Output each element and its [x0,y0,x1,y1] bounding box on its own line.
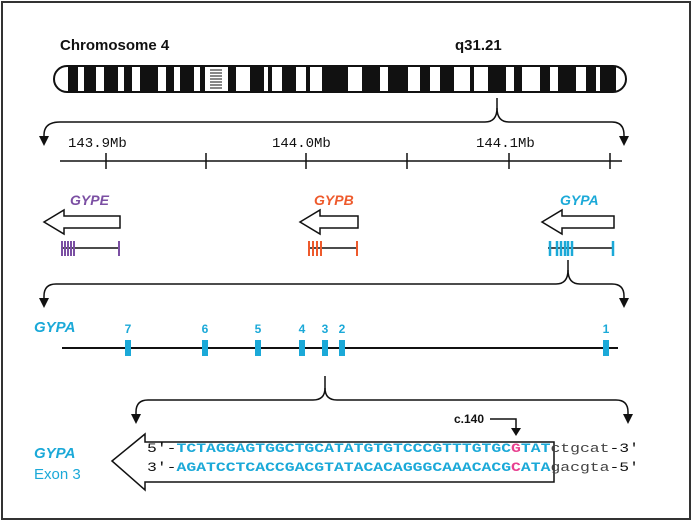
gene-label-gypa: GYPA [560,192,599,208]
zoom-brace-3b [324,387,629,418]
top-strand-exon-a: TCTAGGAGTGGCTGCATATGTGTCCCGTTTGTGC [177,441,512,456]
brace-arrowhead-left [39,136,49,146]
bottom-strand-intron: gacgta [550,460,609,475]
top-strand-suffix: -3' [609,441,639,456]
genomic-scale-axis [60,153,622,169]
brace2-arrowhead-right [619,298,629,308]
exon-number-5: 5 [255,322,262,336]
zoom-brace-3 [135,376,326,418]
gypb-direction-arrow [298,208,359,236]
exon-number-7: 7 [125,322,132,336]
exon-5 [255,340,261,356]
exon-map-exons [125,340,609,356]
top-strand-variant-base: G [511,441,521,456]
exon-number-4: 4 [299,322,306,336]
brace-arrowhead-right [619,136,629,146]
exon-2 [339,340,345,356]
zoom-brace-1 [43,98,498,140]
exon-map-gene-label: GYPA [34,319,75,336]
exon-number-6: 6 [202,322,209,336]
gype-gene-structure [61,241,120,256]
exon-number-3: 3 [322,322,329,336]
exon-7 [125,340,131,356]
zoom-brace-1b [496,107,625,140]
gene-label-gype: GYPE [70,192,110,208]
chromosome-ideogram [53,65,627,93]
bottom-strand-suffix: -5' [609,460,639,475]
exon-1 [603,340,609,356]
variant-pointer [490,418,517,430]
zoom-brace-2 [43,260,569,302]
sequence-exon-label: Exon 3 [34,466,81,483]
brace3-arrowhead-left [131,414,141,424]
gypb-gene-structure [308,241,358,256]
scale-label-144.0: 144.0Mb [272,136,331,152]
exon3-direction-arrow [110,432,555,492]
variant-label: c.140 [454,412,484,426]
variant-pointer-arrowhead [511,428,521,436]
top-strand-prefix: 5'- [147,441,177,456]
zoom-brace-2b [567,269,625,302]
bottom-strand-exon-a: AGATCCTCACCGACGTATACACAGGGCAAACACG [177,460,512,475]
brace3-arrowhead-right [623,414,633,424]
gypa-gene-structure [548,241,615,256]
exon-4 [299,340,305,356]
exon-number-2: 2 [339,322,346,336]
scale-label-144.1: 144.1Mb [476,136,535,152]
bottom-strand-exon-b: ATA [521,460,551,475]
gype-direction-arrow [42,208,121,236]
exon-3 [322,340,328,356]
gene-label-gypb: GYPB [314,192,354,208]
bottom-strand-variant-base: C [511,460,521,475]
chromosome-title: Chromosome 4 [60,37,170,54]
sequence-gene-label: GYPA [34,445,75,462]
gypa-direction-arrow [540,208,615,236]
top-strand-intron: ctgcat [550,441,609,456]
exon-6 [202,340,208,356]
scale-label-143.9: 143.9Mb [68,136,127,152]
chromosome-band-label: q31.21 [455,37,502,54]
bottom-strand-prefix: 3'- [147,460,177,475]
brace2-arrowhead-left [39,298,49,308]
exon-number-1: 1 [603,322,610,336]
top-strand-exon-b: TAT [521,441,551,456]
